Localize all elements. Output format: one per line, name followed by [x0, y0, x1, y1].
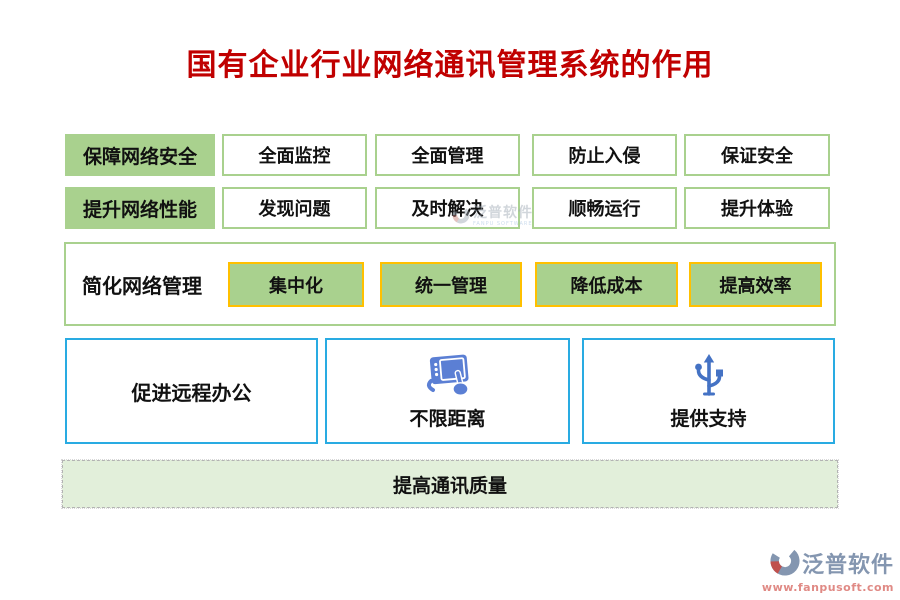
feature-card-distance: 不限距离 — [325, 338, 570, 444]
tablet-touch-icon — [421, 352, 475, 398]
brand-logo: 泛普软件 www.fanpusoft.com — [762, 546, 894, 594]
benefit-item: 全面监控 — [222, 134, 367, 176]
benefit-item: 及时解决 — [375, 187, 520, 229]
usb-icon — [688, 352, 730, 398]
brand-logo-icon — [770, 546, 800, 580]
feature-card-label: 不限距离 — [409, 407, 486, 430]
benefit-item: 顺畅运行 — [532, 187, 677, 229]
benefit-item: 发现问题 — [222, 187, 367, 229]
management-chip: 提高效率 — [689, 262, 822, 307]
management-chip: 集中化 — [228, 262, 364, 307]
watermark: 泛普软件 FANPU SOFTWARE — [452, 206, 533, 228]
brand-name: 泛普软件 — [801, 553, 894, 578]
watermark-brand: 泛普软件 — [473, 205, 533, 221]
benefit-item: 保证安全 — [684, 134, 830, 176]
feature-card-label: 提供支持 — [670, 407, 747, 430]
benefit-item: 防止入侵 — [532, 134, 677, 176]
benefit-row-label-performance: 提升网络性能 — [65, 187, 215, 229]
feature-card-label: 促进远程办公 — [131, 380, 252, 405]
watermark-logo-icon — [452, 206, 470, 228]
brand-url: www.fanpusoft.com — [761, 581, 894, 594]
benefit-row-label-security: 保障网络安全 — [65, 134, 215, 176]
feature-card-remote-work: 促进远程办公 — [65, 338, 318, 444]
management-chip: 统一管理 — [380, 262, 522, 307]
management-group-label: 简化网络管理 — [82, 273, 202, 298]
page-title: 国有企业行业网络通讯管理系统的作用 — [186, 48, 714, 83]
management-chip: 降低成本 — [535, 262, 678, 307]
benefit-item: 全面管理 — [375, 134, 520, 176]
feature-card-support: 提供支持 — [582, 338, 835, 444]
management-group-box: 简化网络管理 集中化 统一管理 降低成本 提高效率 — [64, 242, 836, 326]
watermark-subtext: FANPU SOFTWARE — [473, 221, 533, 227]
benefit-item: 提升体验 — [684, 187, 830, 229]
bottom-quality-bar: 提高通讯质量 — [61, 459, 839, 509]
